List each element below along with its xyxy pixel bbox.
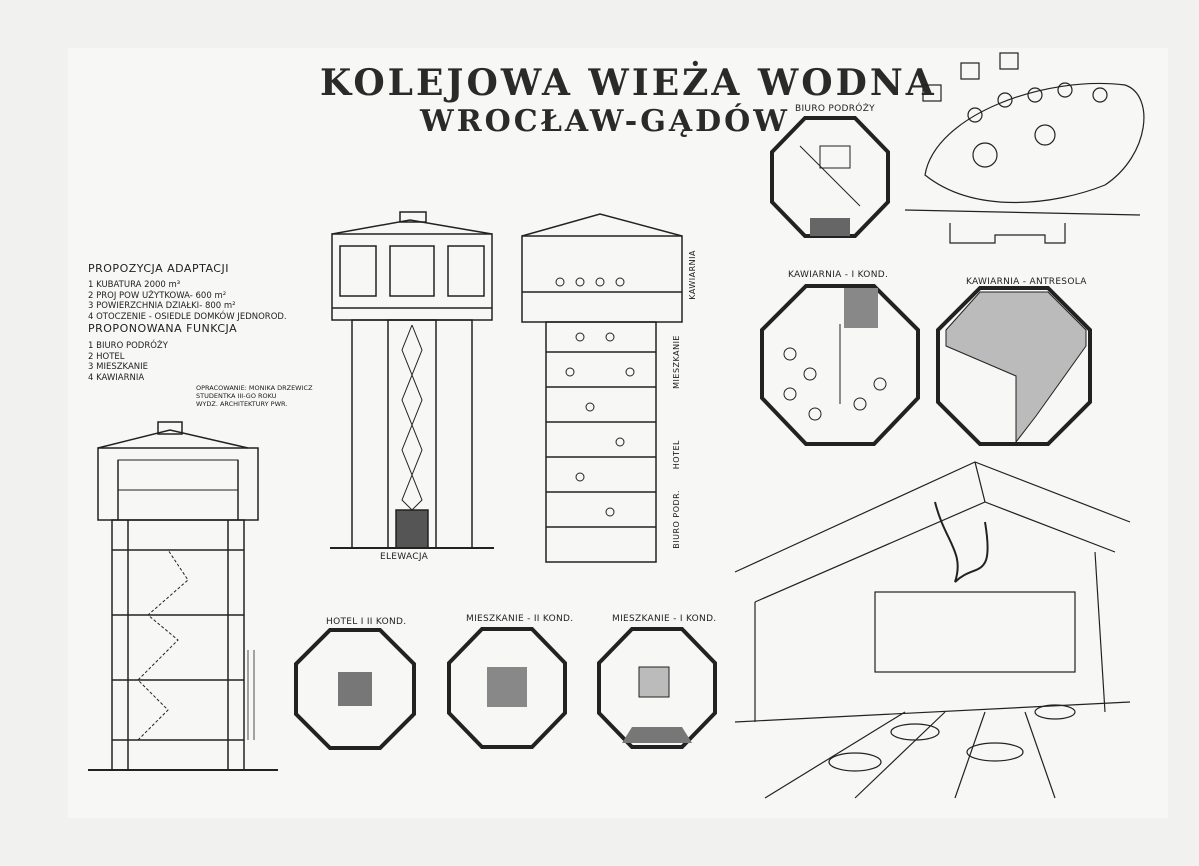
proposal-list: 1 KUBATURA 2000 m³ 2 PROJ POW UŻYTKOWA- …: [88, 280, 287, 322]
proposal-item: 2 PROJ POW UŻYTKOWA- 600 m²: [88, 290, 227, 301]
section-label-hotel: HOTEL: [672, 440, 681, 470]
function-item: 4 KAWIARNIA: [88, 372, 145, 383]
function-list: 1 BIURO PODRÓŻY 2 HOTEL 3 MIESZKANIE 4 K…: [88, 341, 168, 383]
plan-label-mieszkanie1: MIESZKANIE - I KOND.: [612, 614, 717, 624]
proposal-heading: PROPOZYCJA ADAPTACJI: [88, 262, 229, 275]
author-credit: OPRACOWANIE: MONIKA DRZEWICZ STUDENTKA I…: [196, 384, 313, 408]
function-item: 1 BIURO PODRÓŻY: [88, 341, 168, 351]
floor-plan-mieszkanie-1: [597, 627, 717, 749]
elevation-drawing: [330, 211, 494, 549]
plan-label-antresola: KAWIARNIA - ANTRESOLA: [966, 277, 1087, 287]
function-heading: PROPONOWANA FUNKCJA: [88, 322, 238, 335]
proposal-item: 4 OTOCZENIE - OSIEDLE DOMKÓW JEDNOROD.: [88, 311, 287, 322]
credit-line: OPRACOWANIE: MONIKA DRZEWICZ: [196, 384, 313, 392]
section-label-biuro: BIURO PODR.: [672, 490, 681, 549]
floor-plan-biuro: [770, 116, 890, 238]
presentation-board: [68, 48, 1168, 818]
plan-label-biuro: BIURO PODRÓŻY: [795, 104, 875, 114]
section-label-kawiarnia: KAWIARNIA: [688, 250, 697, 300]
credit-line: STUDENTKA III-GO ROKU: [196, 392, 277, 400]
site-plan: [904, 52, 1145, 244]
credit-line: WYDZ. ARCHITEKTURY PWr.: [196, 400, 288, 408]
building-section-drawing: [521, 213, 683, 563]
proposal-item: 3 POWIERZCHNIA DZIAŁKI- 800 m²: [88, 301, 236, 311]
floor-plan-kawiarnia-1: [760, 284, 920, 446]
main-title: KOLEJOWA WIEŻA WODNA: [320, 62, 937, 104]
proposal-item: 1 KUBATURA 2000 m³: [88, 280, 181, 290]
section-label-mieszkanie: MIESZKANIE: [672, 335, 681, 389]
cafe-perspective-sketch: [734, 461, 1131, 799]
tower-section-drawing: [88, 421, 278, 771]
function-item: 3 MIESZKANIE: [88, 362, 149, 372]
plan-label-hotel: HOTEL I II KOND.: [326, 617, 407, 627]
subtitle: WROCŁAW-GĄDÓW: [420, 104, 790, 139]
floor-plan-antresola: [936, 286, 1092, 446]
plan-label-kawiarnia1: KAWIARNIA - I KOND.: [788, 270, 889, 280]
elevation-label: ELEWACJA: [380, 552, 429, 562]
plan-label-mieszkanie2: MIESZKANIE - II KOND.: [466, 614, 574, 624]
floor-plan-mieszkanie-2: [447, 627, 567, 749]
function-item: 2 HOTEL: [88, 351, 125, 362]
floor-plan-hotel: [294, 628, 416, 750]
